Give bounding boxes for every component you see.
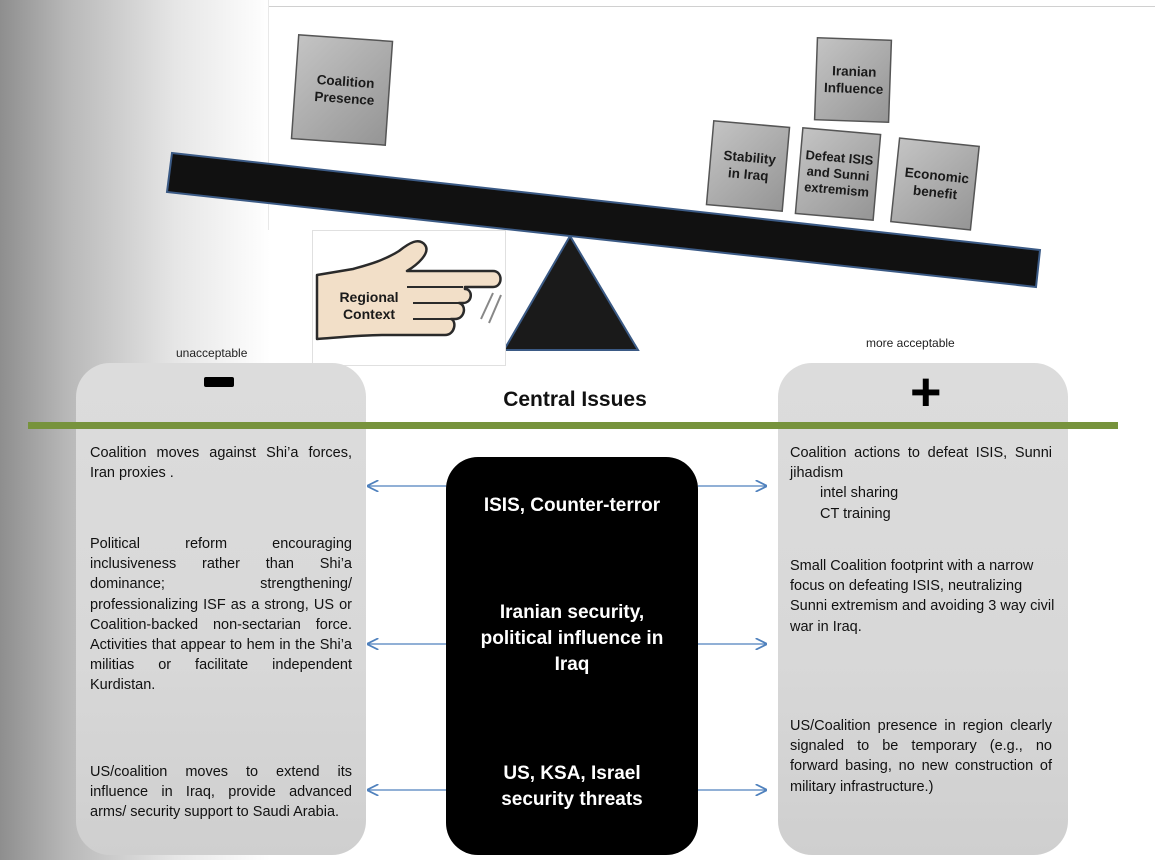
- central-issues-box: ISIS, Counter-terror Iranian security, p…: [446, 457, 698, 855]
- minus-icon: [204, 377, 234, 387]
- coalition-presence-box: [290, 34, 394, 146]
- central-issues-title: Central Issues: [503, 388, 647, 411]
- right-text-2: Small Coalition footprint with a narrow …: [790, 558, 1055, 635]
- fulcrum-triangle: [502, 234, 640, 351]
- central-issue-iranian: Iranian security, political influence in…: [480, 602, 664, 675]
- left-text-3: US/coalition moves to extend its influen…: [90, 764, 352, 821]
- right-text-1-main: Coalition actions to defeat ISIS, Sunni …: [790, 445, 1052, 482]
- top-rule: [268, 6, 1155, 7]
- balance-scale: [165, 34, 1042, 351]
- unacceptable-label: unacceptable: [176, 346, 248, 360]
- more-acceptable-label: more acceptable: [866, 336, 955, 350]
- right-text-1: Coalition actions to defeat ISIS, Sunni …: [790, 443, 1052, 524]
- stability-in-iraq-box: [705, 120, 791, 212]
- right-text-3: US/Coalition presence in region clearly …: [790, 718, 1052, 795]
- right-text-1-sub-2: CT training: [820, 505, 891, 522]
- iranian-influence-box: [813, 36, 893, 124]
- plus-icon: +: [910, 362, 942, 422]
- regional-context-label: Regional Context: [339, 289, 399, 322]
- right-panel-acceptable: +: [778, 363, 1068, 855]
- regional-context-hand: Regional Context: [312, 230, 506, 366]
- pointing-hand-icon: [315, 240, 502, 341]
- defeat-isis-box: [794, 126, 882, 222]
- left-panel-unacceptable: [76, 363, 366, 855]
- right-text-1-sub-1: intel sharing: [820, 485, 899, 502]
- green-divider: [28, 422, 1118, 429]
- central-issue-threats: US, KSA, Israel security threats: [501, 763, 643, 810]
- central-issue-isis: ISIS, Counter-terror: [483, 495, 661, 516]
- economic-benefit-box: [890, 137, 980, 231]
- scale-beam: [165, 151, 1042, 289]
- left-text-2: Political reform encouraging inclusivene…: [90, 536, 352, 694]
- left-text-1: Coalition moves against Shi’a forces, Ir…: [90, 445, 352, 482]
- top-vertical-rule: [268, 0, 269, 230]
